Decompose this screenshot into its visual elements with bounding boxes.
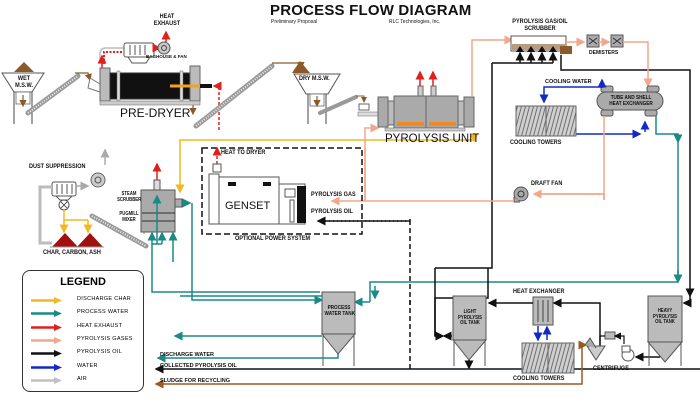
collected-oil-label: COLLECTED PYROLYSIS OIL [160,363,237,369]
legend-arrow-icon [31,350,62,358]
process-water-tank [156,286,380,366]
legend-arrow-icon [31,323,62,331]
legend-item: PYROLYSIS GASES [31,335,141,345]
dust-suppression-label: DUST SUPPRESSION [29,163,86,170]
optional-power-system [201,146,411,370]
wet-msw-hopper [1,62,45,124]
subtitle-left: Preliminary Proposal [271,19,318,25]
fan-icon [513,186,529,202]
subtitle-right: RLC Technologies, Inc. [389,19,441,25]
legend-arrow-icon [31,376,62,384]
dry-msw-label: DRY M.S.W. [299,75,330,82]
material-pile-icon [14,62,34,72]
fan-icon [90,172,106,188]
legend-label: HEAT EXHAUST [77,322,123,329]
legend-label: PROCESS WATER [77,309,129,316]
legend-arrow-icon [31,363,62,371]
light-pyrolysis-oil-tank [434,267,489,370]
legend-item: PROCESS WATER [31,308,141,318]
pyrolysis-gas-label: PYROLYSIS GAS [311,191,356,198]
pre-dryer-label: PRE-DRYER [120,106,191,120]
char-carbon-ash-label: CHAR, CARBON, ASH [43,249,101,256]
pre-dryer [87,65,222,130]
legend-item: DISCHARGE CHAR [31,295,141,305]
conveyor-2 [193,62,305,129]
centrifuge-label: CENTRIFUGE [593,365,629,372]
tube-shell-heat-exchanger [544,78,683,200]
pyrolysis-oil-label: PYROLYSIS OIL [311,208,353,215]
legend-arrow-icon [31,336,62,344]
legend-label: AIR [77,375,88,382]
cooling-towers-top [515,105,577,137]
legend-label: PYROLYSIS OIL [77,349,123,356]
heat-exchanger-bottom [487,296,601,374]
legend-label: WATER [77,362,98,369]
baghouse-fan-label: BAGHOUSE & FAN [146,54,187,59]
legend: LEGEND DISCHARGE CHAR PROCESS WATER HEAT E… [22,270,144,392]
pyrolysis-unit [377,70,475,132]
cooling-towers-bottom-label: COOLING TOWERS [513,375,565,382]
legend-arrow-icon [31,297,62,304]
demisters-label: DEMISTERS [589,50,619,56]
gas-oil-scrubber [488,34,695,298]
baghouse-and-fan [97,30,171,70]
legend-item: PYROLYSIS OIL [31,348,141,358]
legend-item: WATER [31,362,141,372]
conveyor-1 [25,72,92,116]
legend-title: LEGEND [60,276,106,288]
genset-label: GENSET [225,200,271,212]
dust-suppression [38,148,149,249]
draft-fan [330,123,605,206]
legend-item: HEAT EXHAUST [31,322,141,332]
pyrolysis-unit-label: PYROLYSIS UNIT [385,133,480,145]
cooling-towers-top-label: COOLING TOWERS [510,139,562,146]
optional-power-label: OPTIONAL POWER SYSTEM [235,235,311,242]
steam-scrubber-pugmill [140,162,324,341]
heavy-pyrolysis-oil-tank [646,295,692,366]
legend-item: AIR [31,375,141,385]
dry-msw-hopper [292,61,383,124]
sludge-label: SLUDGE FOR RECYCLING [160,378,230,384]
cooling-water-label: COOLING WATER [545,79,592,85]
fan-icon [157,41,171,55]
draft-fan-label: DRAFT FAN [531,180,563,187]
legend-label: DISCHARGE CHAR [77,296,132,302]
discharge-water-label: DISCHARGE WATER [160,352,214,358]
legend-arrow-icon [31,310,62,318]
legend-label: PYROLYSIS GASES [77,335,133,342]
page-title: PROCESS FLOW DIAGRAM [270,2,472,19]
heat-exchanger-label: HEAT EXCHANGER [513,288,565,295]
heat-to-dryer-label: HEAT TO DRYER [221,149,266,156]
centrifuge [584,331,660,362]
